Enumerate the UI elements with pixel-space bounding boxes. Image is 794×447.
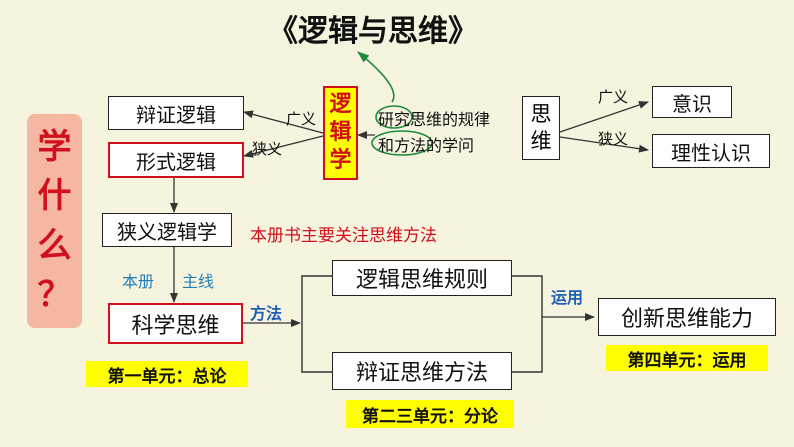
logic-char: 逻 — [329, 92, 352, 117]
green-oval-1 — [375, 105, 413, 129]
thinking-char: 思 — [530, 101, 552, 126]
box-logic: 逻 辑 学 — [323, 86, 358, 180]
unit-23-label: 第二三单元：分论 — [346, 400, 514, 428]
box-dialectical-logic: 辩证逻辑 — [108, 96, 244, 130]
box-formal-logic: 形式逻辑 — [108, 142, 244, 178]
label-broad-right: 广义 — [598, 88, 629, 106]
box-consciousness: 意识 — [652, 86, 732, 118]
page-title: 《逻辑与思维》 — [268, 14, 478, 49]
label-this-book: 本册 — [122, 272, 155, 291]
box-logic-rules: 逻辑思维规则 — [332, 260, 512, 296]
label-narrow-right: 狭义 — [598, 130, 629, 148]
bracket-left — [301, 275, 332, 373]
box-thinking: 思 维 — [522, 96, 560, 160]
label-main-line: 主线 — [182, 272, 215, 291]
label-narrow-left: 狭义 — [252, 140, 283, 158]
definition-line-1: 研究思维的规律 — [378, 110, 491, 129]
arrow-think-broad — [559, 101, 649, 133]
question-char: 什 — [37, 176, 72, 217]
arrow-think-narrow — [559, 136, 649, 153]
green-arrow — [357, 51, 395, 103]
arrow-logic-narrow — [243, 135, 324, 158]
focus-note: 本册书主要关注思维方法 — [250, 226, 437, 246]
unit-1-label: 第一单元：总论 — [86, 361, 248, 387]
green-oval-2 — [371, 130, 433, 156]
box-scientific-thinking: 科学思维 — [108, 303, 243, 344]
thinking-char: 维 — [530, 129, 552, 154]
question-char: 么 — [37, 225, 72, 266]
arrow-logic-broad — [243, 110, 324, 134]
box-dialectical-methods: 辩证思维方法 — [332, 352, 512, 390]
definition-line-2: 和方法的学问 — [378, 136, 475, 155]
question-panel: 学 什 么 ？ — [27, 114, 82, 328]
question-char: ？ — [37, 275, 72, 316]
box-rational-cognition: 理性认识 — [652, 134, 770, 168]
logic-char: 学 — [329, 148, 352, 173]
question-char: 学 — [37, 126, 72, 167]
bracket-right — [512, 275, 543, 373]
label-broad-left: 广义 — [286, 110, 317, 128]
label-apply: 运用 — [551, 288, 584, 307]
logic-char: 辑 — [329, 120, 352, 145]
label-method: 方法 — [250, 304, 283, 323]
unit-4-label: 第四单元：运用 — [606, 345, 768, 371]
box-innovative-ability: 创新思维能力 — [598, 298, 776, 336]
box-narrow-logic: 狭义逻辑学 — [102, 213, 232, 247]
